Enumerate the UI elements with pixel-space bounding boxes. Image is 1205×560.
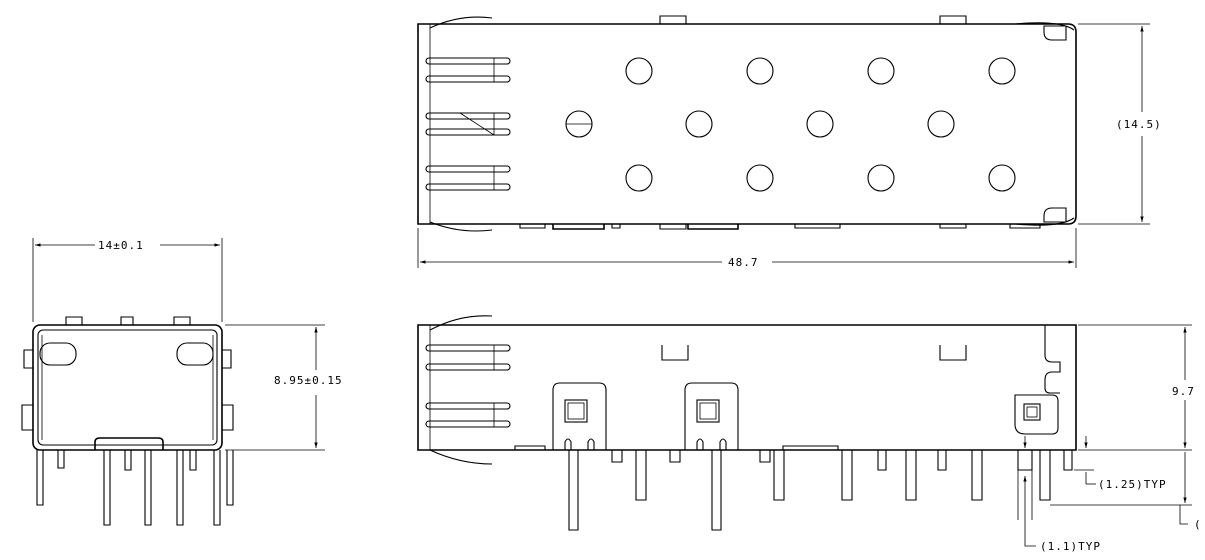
front-height-dimension: 8.95±0.15 bbox=[274, 374, 343, 387]
pin-spacing-dimension: (1.25)TYP bbox=[1098, 478, 1167, 491]
side-cut-label: ( bbox=[1194, 518, 1202, 531]
side-height-dimension: 9.7 bbox=[1172, 385, 1195, 398]
front-view: 14±0.1 8.95±0.15 bbox=[21, 238, 343, 526]
top-width-dimension: (14.5) bbox=[1116, 118, 1162, 131]
top-view: 48.7 (14.5) bbox=[417, 15, 1162, 269]
top-length-dimension: 48.7 bbox=[728, 256, 759, 269]
pin-width-dimension: (1.1)TYP bbox=[1040, 540, 1101, 553]
front-width-dimension: 14±0.1 bbox=[98, 239, 144, 252]
side-view: 9.7 ( (1.25)TYP (1.1)TYP bbox=[417, 315, 1202, 553]
